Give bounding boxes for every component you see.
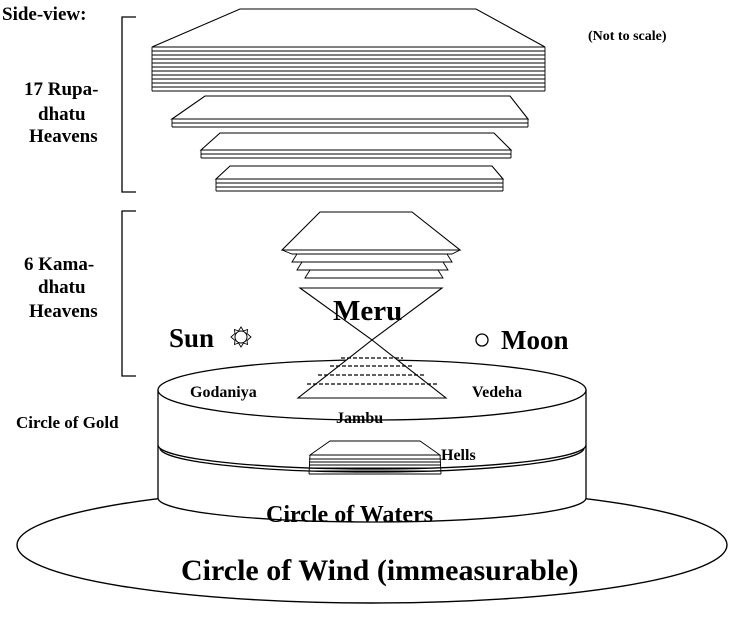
- kama-label-line2: dhatu: [38, 277, 86, 298]
- side-view-title: Side-view:: [2, 4, 86, 25]
- meru-label: Meru: [333, 295, 402, 327]
- vedeha-label: Vedeha: [472, 384, 522, 401]
- not-to-scale-note: (Not to scale): [588, 29, 667, 44]
- kama-bracket: [121, 210, 136, 377]
- sun-label: Sun: [169, 323, 214, 353]
- rupa-label-line3: Heavens: [29, 126, 98, 147]
- circle-of-gold-label: Circle of Gold: [16, 413, 119, 432]
- rupa-bracket: [121, 16, 136, 193]
- hells-plates: [308, 440, 442, 475]
- circle-of-waters-label: Circle of Waters: [266, 502, 433, 528]
- cylinder-bottom-edge: [157, 390, 587, 523]
- sun-icon: [230, 326, 252, 348]
- moon-icon: [475, 333, 489, 347]
- rupa-label-line2: dhatu: [38, 104, 86, 125]
- hells-label: Hells: [441, 447, 476, 464]
- rupa-label-line1: 17 Rupa-: [24, 79, 98, 100]
- cylinder-mid-ring: [157, 444, 587, 470]
- meru-mountain: [296, 287, 448, 399]
- kama-label-line1: 6 Kama-: [24, 254, 94, 275]
- kama-heavens-plates: [280, 211, 462, 279]
- circle-of-wind-label: Circle of Wind (immeasurable): [181, 554, 578, 587]
- kama-label-line3: Heavens: [29, 301, 98, 322]
- moon-label: Moon: [501, 325, 569, 355]
- jambu-label: Jambu: [336, 410, 383, 427]
- godaniya-label: Godaniya: [190, 384, 257, 401]
- cylinder-mid-ring-inner: [159, 447, 585, 473]
- rupa-heavens-plates: [151, 8, 546, 192]
